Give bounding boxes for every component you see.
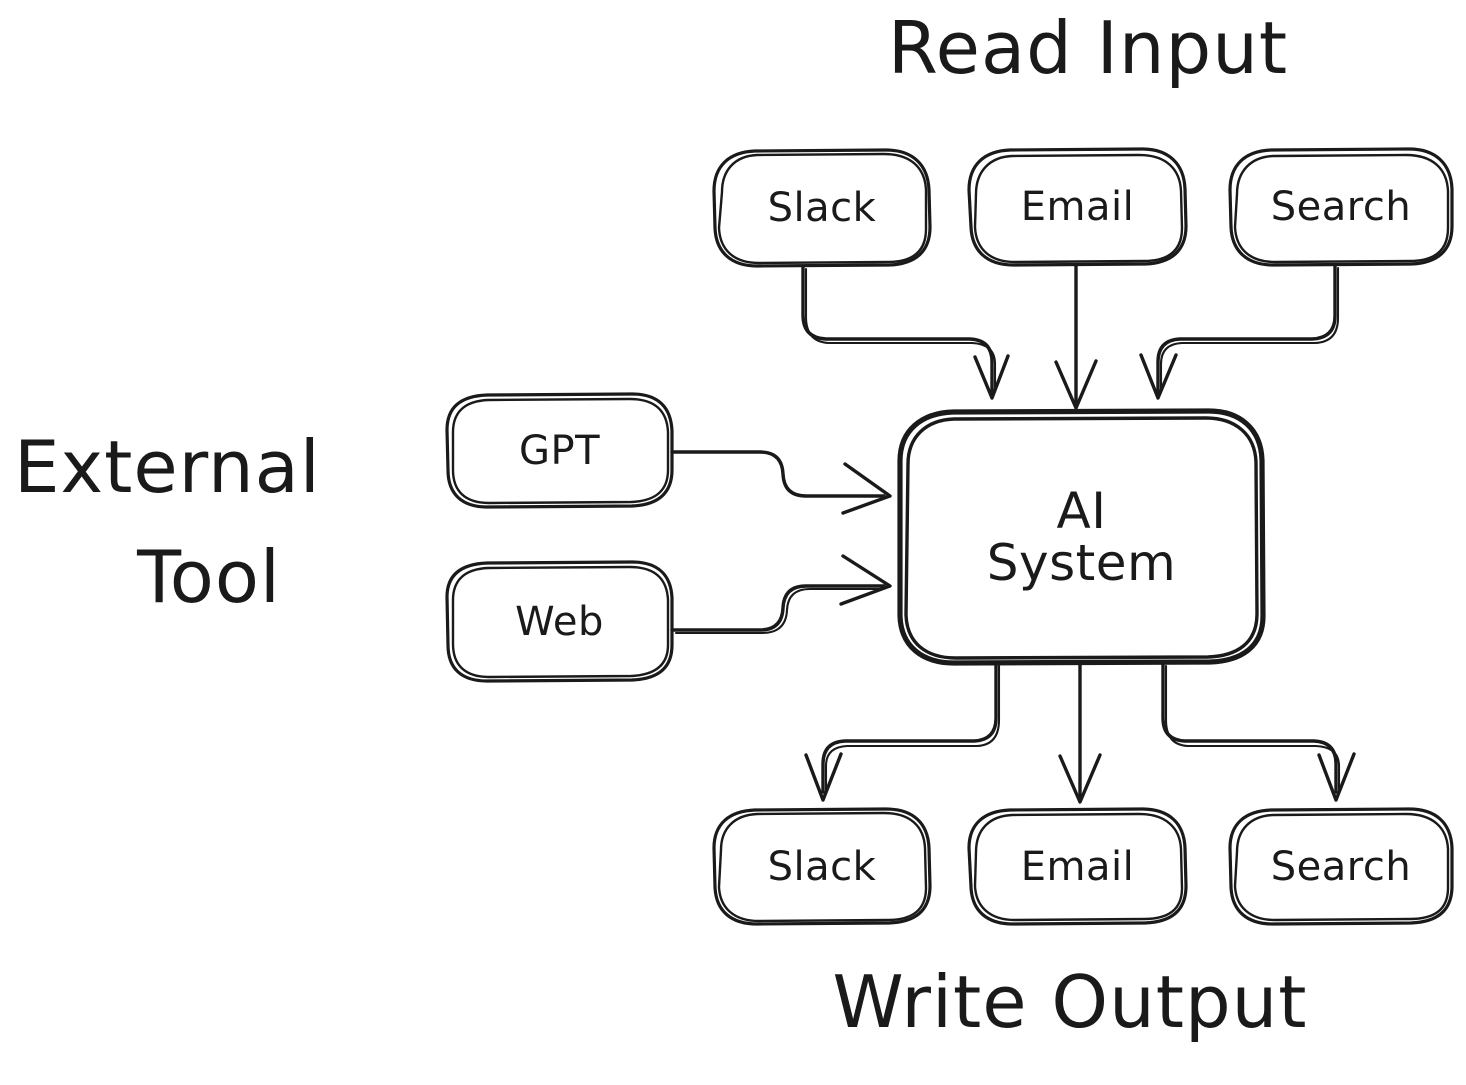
connector-input-email [1054,264,1098,410]
connector-input-slack [801,265,1010,400]
input-node-search-shape [1228,147,1454,267]
connector-tool-web [670,554,892,635]
input-node-slack-shape [712,148,932,268]
tool-node-web-shape [445,560,674,683]
connector-output-search [1161,662,1356,802]
center-node-ai-system-shape [897,408,1266,666]
connector-tool-gpt [670,450,892,515]
connector-output-slack [804,662,1001,802]
output-node-search-shape [1228,807,1454,926]
output-node-slack-shape [712,807,932,926]
tool-node-gpt-shape [445,392,674,509]
input-node-email-shape [967,147,1188,267]
connector-input-search [1139,264,1340,400]
connector-output-email [1058,663,1102,804]
output-node-email-shape [967,807,1188,926]
